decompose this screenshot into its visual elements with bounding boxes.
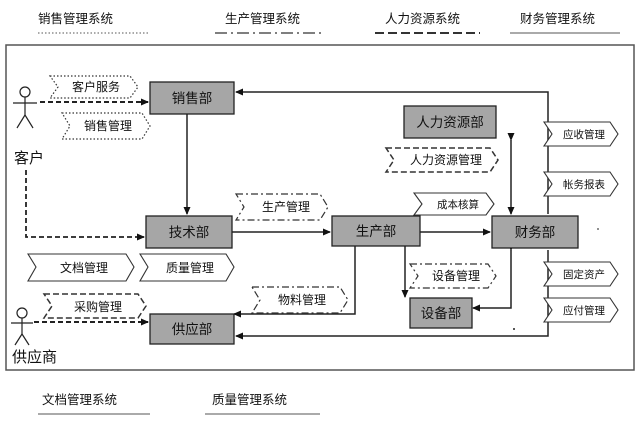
- finance-equipment-link: [472, 243, 515, 312]
- finance-dept-box: [491, 215, 579, 249]
- production-mgmt-label: 生产管理: [262, 199, 310, 214]
- equipment-mgmt-tag: [408, 263, 497, 289]
- legend-production-system: 生产管理系统: [225, 11, 300, 26]
- material-mgmt-label: 物料管理: [278, 292, 326, 307]
- production-mgmt-tag: [234, 193, 329, 221]
- customer-figure-icon: [13, 86, 37, 129]
- customer-label: 客户: [14, 149, 44, 167]
- legend-finance-system: 财务管理系统: [520, 11, 595, 26]
- quality-mgmt-tag: [139, 253, 235, 282]
- quality-mgmt-label: 质量管理: [166, 260, 214, 275]
- receivables-tag: [542, 121, 619, 147]
- payables-label: 应付管理: [563, 304, 605, 317]
- junction-dot: [513, 328, 515, 330]
- production-to-supply-arrow: [233, 246, 356, 318]
- doc-mgmt-tag: [27, 253, 135, 282]
- reports-label: 帐务报表: [563, 178, 605, 191]
- fixed-assets-tag: [542, 261, 619, 287]
- tech-dept-box: [145, 215, 233, 249]
- legend-doc-system: 文档管理系统: [42, 392, 117, 407]
- hr-dept-label: 人力资源部: [416, 115, 484, 131]
- sales-mgmt-label: 销售管理: [84, 118, 132, 133]
- receivables-label: 应收管理: [563, 128, 605, 141]
- hr-mgmt-tag: [384, 147, 499, 173]
- procurement-mgmt-label: 采购管理: [74, 299, 122, 314]
- material-mgmt-tag: [250, 286, 349, 314]
- finance-dept-label: 财务部: [515, 225, 556, 241]
- cost-accounting-label: 成本核算: [437, 198, 479, 211]
- reports-tag: [542, 171, 619, 197]
- production-dept-box: [331, 215, 421, 247]
- sales-dept-box: [149, 81, 235, 115]
- legend-sales-system: 销售管理系统: [38, 11, 113, 26]
- supplier-figure-icon: [11, 307, 33, 346]
- hr-mgmt-label: 人力资源管理: [410, 152, 482, 167]
- tech-dept-label: 技术部: [169, 225, 210, 241]
- customer-service-label: 客户服务: [72, 79, 120, 94]
- supply-dept-box: [149, 313, 235, 345]
- equipment-mgmt-label: 设备管理: [432, 268, 480, 283]
- doc-mgmt-label: 文档管理: [60, 260, 108, 275]
- finance-to-supply-arrow: [235, 250, 549, 340]
- sales-dept-label: 销售部: [172, 91, 213, 107]
- supply-dept-label: 供应部: [172, 321, 213, 338]
- fixed-assets-label: 固定资产: [563, 268, 605, 281]
- supplier-label: 供应商: [12, 348, 57, 366]
- cost-accounting-tag: [412, 192, 495, 216]
- equipment-dept-box: [409, 297, 473, 329]
- payables-tag: [542, 297, 619, 323]
- production-dept-label: 生产部: [356, 224, 397, 240]
- sales-mgmt-tag: [60, 112, 151, 140]
- hr-dept-box: [403, 105, 497, 139]
- procurement-mgmt-tag: [42, 293, 147, 319]
- customer-service-tag: [48, 75, 139, 99]
- legend-quality-system: 质量管理系统: [212, 392, 287, 407]
- customer-to-tech-arrow: [25, 170, 145, 241]
- equipment-dept-label: 设备部: [421, 305, 462, 322]
- legend-hr-system: 人力资源系统: [385, 11, 460, 26]
- diagram-frame: [5, 44, 635, 371]
